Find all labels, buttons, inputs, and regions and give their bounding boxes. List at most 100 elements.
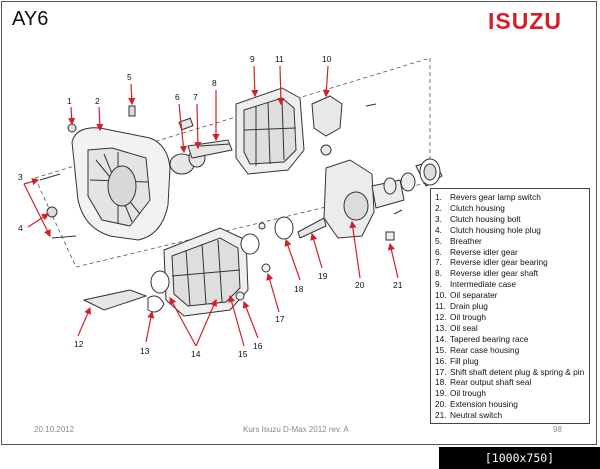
legend-item-label: Clutch housing hole plug <box>450 224 541 235</box>
oil-trough-and-seal <box>82 289 165 313</box>
legend-item-label: Reverse idler gear bearing <box>450 257 548 268</box>
extension-housing-part <box>323 158 443 241</box>
legend-item: 6. Reverse idler gear <box>435 247 589 258</box>
rear-case-housing-part <box>150 222 271 317</box>
legend-item: 19.Oil trough <box>435 388 589 399</box>
callout-10: 10 <box>322 54 332 64</box>
legend-item-label: Extension housing <box>450 399 518 410</box>
legend-item-label: Oil seal <box>450 322 478 333</box>
reverse-idler-gear-set <box>169 117 233 175</box>
legend-item-number: 10. <box>435 290 447 301</box>
slide-border <box>1 1 597 445</box>
oil-separator-part <box>311 95 377 156</box>
legend-item: 13.Oil seal <box>435 323 589 334</box>
callout-5: 5 <box>127 72 132 82</box>
footer-page-number: 98 <box>553 425 562 434</box>
legend-item-number: 21. <box>435 410 447 421</box>
legend-item: 4. Clutch housing hole plug <box>435 225 589 236</box>
callout-8: 8 <box>212 78 217 88</box>
legend-item-label: Oil separater <box>450 290 498 301</box>
legend-item-number: 1. <box>435 192 442 202</box>
clutch-housing-part <box>71 127 171 241</box>
callout-21: 21 <box>393 280 403 290</box>
legend-item: 10.Oil separater <box>435 290 589 301</box>
legend-item: 12.Oil trough <box>435 312 589 323</box>
legend-item: 18.Rear output shaft seal <box>435 377 589 388</box>
callout-7: 7 <box>193 92 198 102</box>
legend-item: 8. Reverse idler gear shaft <box>435 268 589 279</box>
legend-item: 14.Tapered bearing race <box>435 334 589 345</box>
legend-item: 1. Revers gear lamp switch <box>435 192 589 203</box>
legend-item: 21.Neutral switch <box>435 410 589 421</box>
callout-3: 3 <box>18 172 23 182</box>
legend-item-label: Reverse idler gear <box>450 246 518 257</box>
callout-16: 16 <box>253 341 263 351</box>
legend-item-number: 18. <box>435 377 447 388</box>
legend-item-number: 8. <box>435 268 442 279</box>
legend-item-label: Oil trough <box>450 388 486 399</box>
callout-6: 6 <box>175 92 180 102</box>
legend-item-label: Breather <box>450 235 482 246</box>
legend-item: 3. Clutch housing bolt <box>435 214 589 225</box>
legend-item-number: 14. <box>435 333 447 344</box>
footer-course-title: Kurs Isuzu D-Max 2012 rev. A <box>243 425 349 434</box>
legend-item: 7. Reverse idler gear bearing <box>435 257 589 268</box>
legend-item-label: Neutral switch <box>450 410 503 421</box>
callout-1: 1 <box>67 96 72 106</box>
legend-item: 5. Breather <box>435 236 589 247</box>
legend-item-number: 17. <box>435 366 447 377</box>
legend-item-number: 16. <box>435 355 447 366</box>
callout-17: 17 <box>275 314 285 324</box>
legend-item: 2. Clutch housing <box>435 203 589 214</box>
legend-item-label: Intermediate case <box>450 279 516 290</box>
legend-item: 9. Intermediate case <box>435 279 589 290</box>
legend-item: 16.Fill plug <box>435 356 589 367</box>
legend-item-label: Oil trough <box>450 311 486 322</box>
legend-item-number: 5. <box>435 235 442 246</box>
callout-12: 12 <box>74 339 84 349</box>
callout-4: 4 <box>18 223 23 233</box>
legend-item: 15.Rear case housing <box>435 345 589 356</box>
legend-item-number: 11. <box>435 301 446 312</box>
callout-leader-arrows <box>23 65 399 347</box>
legend-item-number: 9. <box>435 279 442 290</box>
legend-item-number: 7. <box>435 257 442 268</box>
legend-item-label: Tapered bearing race <box>450 333 529 344</box>
parts-legend: 1. Revers gear lamp switch 2. Clutch housin… <box>430 188 590 424</box>
legend-item: 20.Extension housing <box>435 399 589 410</box>
legend-item-label: Clutch housing bolt <box>450 213 521 224</box>
callout-14: 14 <box>191 349 201 359</box>
legend-item-label: Rear output shaft seal <box>450 377 532 388</box>
legend-item-label: Fill plug <box>450 355 479 366</box>
legend-item-label: Shift shaft detent plug & spring & pin <box>450 366 585 377</box>
legend-item-number: 3. <box>435 213 442 224</box>
legend-item-label: Rear case housing <box>450 344 520 355</box>
legend-item-number: 13. <box>435 322 447 333</box>
callout-15: 15 <box>238 349 248 359</box>
legend-item: 11. Drain plug <box>435 301 589 312</box>
legend-item-number: 4. <box>435 224 442 235</box>
legend-item-label: Revers gear lamp switch <box>450 192 541 202</box>
legend-item-label: Reverse idler gear shaft <box>450 268 539 279</box>
legend-item-number: 6. <box>435 246 442 257</box>
footer-date: 20.10.2012 <box>34 425 75 434</box>
intermediate-case-part <box>235 87 305 175</box>
legend-item-number: 19. <box>435 388 447 399</box>
callout-13: 13 <box>140 346 150 356</box>
legend-item-label: Drain plug <box>450 301 488 312</box>
callout-20: 20 <box>355 280 365 290</box>
callout-numbers: 1 2 3 4 5 6 7 8 9 10 11 12 13 14 15 16 1… <box>18 54 403 359</box>
callout-19: 19 <box>318 271 328 281</box>
callout-9: 9 <box>250 54 255 64</box>
legend-item-number: 12. <box>435 311 447 322</box>
legend-item-number: 15. <box>435 344 447 355</box>
legend-item-label: Clutch housing <box>450 202 505 213</box>
rear-output-seal-and-trough <box>274 216 327 240</box>
callout-11: 11 <box>275 54 284 64</box>
isuzu-logo: ISUZU <box>488 8 562 34</box>
callout-18: 18 <box>294 284 304 294</box>
legend-item-number: 20. <box>435 399 447 410</box>
legend-item-number: 2. <box>435 202 442 213</box>
